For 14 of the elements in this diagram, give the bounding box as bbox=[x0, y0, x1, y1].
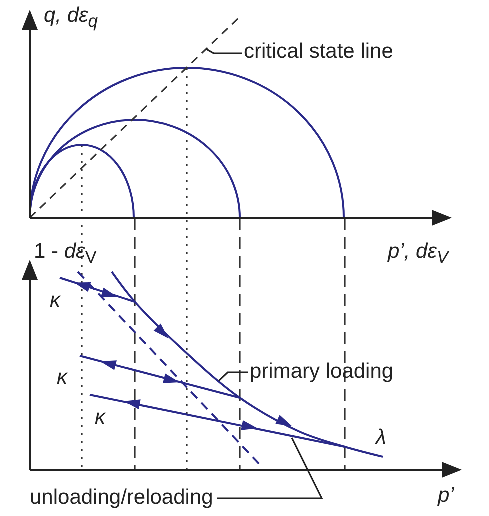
axis-label: q, dε$_{q}$ bbox=[44, 4, 98, 32]
axis-label: 1 - dε$_{V}$ bbox=[34, 240, 97, 268]
slope-label: κ bbox=[50, 289, 60, 312]
axis-label: p’ bbox=[438, 484, 454, 508]
callout-label: critical state line bbox=[244, 40, 394, 64]
leader-line bbox=[217, 438, 324, 500]
slope-label: κ bbox=[57, 366, 68, 390]
leader-line bbox=[206, 48, 242, 54]
callout-label: primary loading bbox=[250, 360, 394, 384]
slope-label: λ bbox=[376, 426, 386, 450]
axis-label: p’, dε$_{V}$ bbox=[388, 240, 449, 268]
leader-line bbox=[218, 372, 248, 382]
slope-label: κ bbox=[95, 406, 106, 430]
callout-label: unloading/reloading bbox=[30, 486, 214, 510]
